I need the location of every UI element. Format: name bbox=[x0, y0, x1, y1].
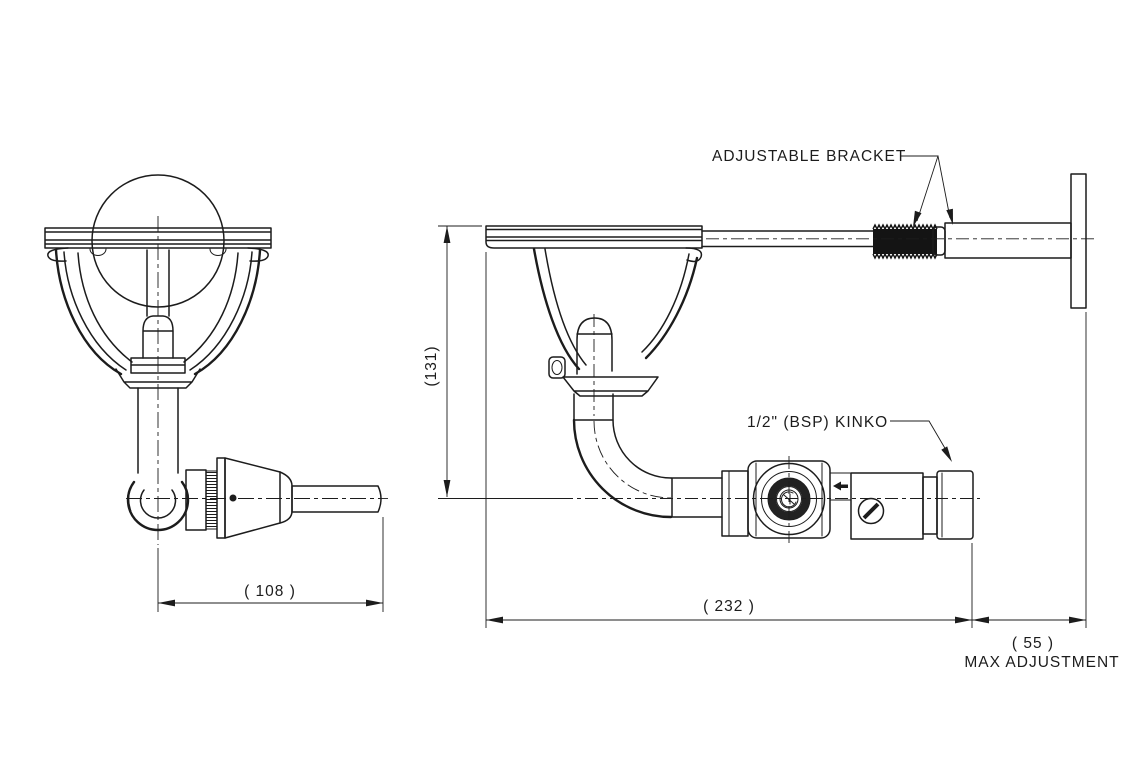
front-mounting-plate bbox=[44, 227, 272, 262]
dim-label-131: (131) bbox=[423, 345, 440, 386]
wall-plate bbox=[1070, 173, 1087, 309]
max-adjustment-caption: MAX ADJUSTMENT bbox=[964, 654, 1119, 671]
annotation-adjustable-bracket: ADJUSTABLE BRACKET bbox=[712, 148, 953, 227]
dim-label-232: ( 232 ) bbox=[703, 598, 755, 615]
front-view bbox=[44, 174, 388, 545]
dim-label-108: ( 108 ) bbox=[244, 583, 296, 600]
front-valve-knob bbox=[185, 457, 382, 539]
set-screw bbox=[229, 494, 237, 502]
knurled-ring bbox=[205, 470, 218, 530]
dim-label-55: ( 55 ) bbox=[1012, 635, 1054, 652]
dimension-max-adjustment: ( 55 ) MAX ADJUSTMENT bbox=[964, 312, 1119, 671]
inlet-fitting-label: 1/2" (BSP) KINKO bbox=[747, 414, 888, 431]
adjustable-bracket-label: ADJUSTABLE BRACKET bbox=[712, 148, 906, 165]
dimension-height: (131) bbox=[423, 225, 482, 497]
dimension-front-width: ( 108 ) bbox=[157, 517, 384, 612]
side-bowl bbox=[532, 247, 703, 397]
side-bracket-arm bbox=[485, 225, 703, 249]
inlet-fitting bbox=[936, 470, 974, 540]
side-supply-pipe bbox=[572, 393, 723, 519]
adjustable-bracket-rod bbox=[701, 173, 1097, 309]
annotation-inlet-fitting: 1/2" (BSP) KINKO bbox=[747, 414, 952, 462]
side-view bbox=[438, 173, 1097, 543]
front-supply-pipe bbox=[126, 387, 190, 532]
front-sprayer bbox=[130, 249, 186, 374]
threaded-section bbox=[873, 229, 937, 254]
side-valve-assembly bbox=[721, 456, 974, 543]
flow-direction-arrow bbox=[833, 481, 848, 491]
front-bowl bbox=[54, 248, 262, 389]
side-sprayer bbox=[548, 314, 613, 416]
